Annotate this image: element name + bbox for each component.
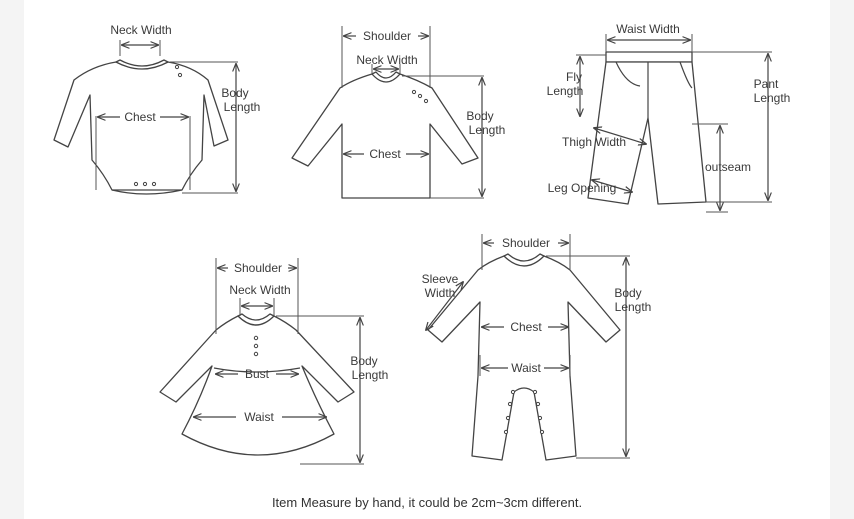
jumpsuit-sleeve-label: Sleeve bbox=[422, 272, 459, 286]
pants-pant-label: Pant bbox=[754, 77, 779, 91]
top-chest-label: Chest bbox=[369, 147, 401, 161]
top-neck-width-label: Neck Width bbox=[356, 53, 417, 67]
dress-neck-width-label: Neck Width bbox=[229, 283, 290, 297]
measurement-note: Item Measure by hand, it could be 2cm~3c… bbox=[271, 495, 583, 510]
dress-shoulder-label: Shoulder bbox=[234, 261, 282, 275]
top-garment bbox=[291, 26, 484, 199]
dress-bust-label: Bust bbox=[245, 367, 270, 381]
pants-garment bbox=[576, 34, 772, 213]
pants-waist-width-label: Waist Width bbox=[616, 22, 680, 36]
pants-pant-length-label: Length bbox=[754, 91, 791, 105]
jumpsuit-width-label: Width bbox=[425, 286, 456, 300]
jumpsuit-length-label: Length bbox=[615, 300, 652, 314]
pants-leg-opening-label: Leg Opening bbox=[548, 181, 617, 195]
jumpsuit-shoulder-label: Shoulder bbox=[502, 236, 550, 250]
jumpsuit-chest-label: Chest bbox=[510, 320, 542, 334]
romper-body-label: Body bbox=[221, 86, 248, 100]
jumpsuit-body-label: Body bbox=[614, 286, 641, 300]
jumpsuit-waist-label: Waist bbox=[511, 361, 541, 375]
dress-body-label: Body bbox=[350, 354, 377, 368]
top-body-label: Body bbox=[466, 109, 493, 123]
romper-neck-width-label: Neck Width bbox=[110, 23, 171, 37]
dress-length-label: Length bbox=[352, 368, 389, 382]
top-length-label: Length bbox=[469, 123, 506, 137]
top-shoulder-label: Shoulder bbox=[363, 29, 411, 43]
pants-thigh-width-label: Thigh Width bbox=[562, 135, 626, 149]
pants-fly-label: Fly bbox=[566, 70, 582, 84]
romper-length-label: Length bbox=[224, 100, 261, 114]
pants-fly-length-label: Length bbox=[547, 84, 584, 98]
romper-garment bbox=[53, 40, 238, 195]
jumpsuit-garment bbox=[426, 234, 630, 461]
dress-garment bbox=[159, 258, 364, 465]
dress-waist-label: Waist bbox=[244, 410, 274, 424]
romper-chest-label: Chest bbox=[124, 110, 156, 124]
pants-outseam-label: outseam bbox=[705, 160, 751, 174]
